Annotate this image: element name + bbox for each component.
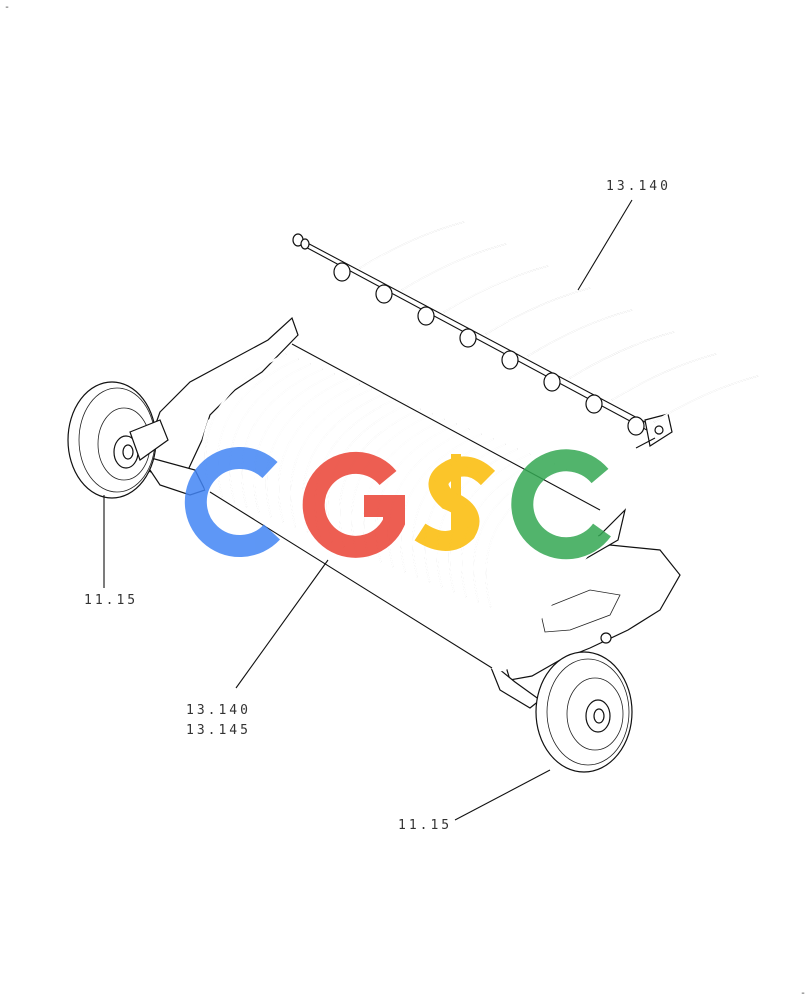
tine-coil — [627, 416, 645, 436]
tine — [569, 331, 675, 379]
corner-mark-bottom-right: - — [800, 988, 806, 999]
tine-coil — [417, 306, 435, 326]
corner-mark-top-left: - — [4, 2, 10, 13]
callout-wheel-right: 11.15 — [398, 818, 452, 833]
tine-coil — [543, 372, 561, 392]
callout-drum-a: 13.140 — [186, 703, 251, 718]
tine-coil — [375, 284, 393, 304]
watermark-logo — [184, 447, 611, 560]
watermark-letter-c — [184, 447, 281, 557]
callout-drum-b: 13.145 — [186, 723, 251, 738]
watermark-letter-c2 — [511, 449, 611, 560]
leader-wheel-right — [454, 769, 551, 821]
tine — [653, 375, 759, 423]
tine — [443, 265, 549, 313]
tine-coil — [459, 328, 477, 348]
callout-wheel-left: 11.15 — [84, 593, 138, 608]
tine-coil — [585, 394, 603, 414]
leader-reel-top — [577, 199, 633, 291]
pickup-drum-assembly — [138, 316, 681, 709]
tine — [527, 309, 633, 357]
tine — [359, 221, 465, 269]
watermark-letter-g — [302, 451, 405, 558]
tine — [401, 243, 507, 291]
left-wheel — [67, 381, 169, 499]
tine-bar-assembly — [292, 221, 759, 449]
tine-coil — [333, 262, 351, 282]
tine-coil — [501, 350, 519, 370]
tine — [611, 353, 717, 401]
leader-drum — [235, 559, 329, 689]
right-wheel — [535, 651, 633, 773]
callout-reel: 13.140 — [606, 179, 671, 194]
tine — [485, 287, 591, 335]
